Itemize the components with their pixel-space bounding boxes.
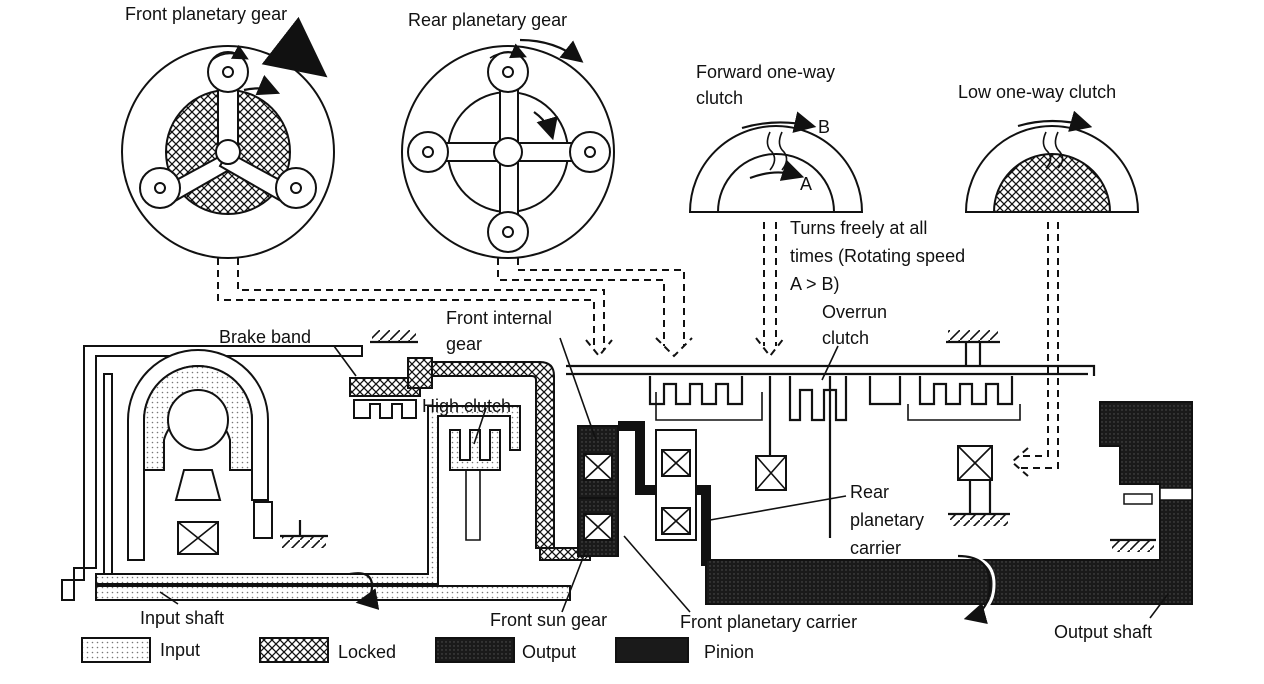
overrun-clutch-label-1: Overrun: [822, 302, 887, 322]
rear-planetary-carrier-label-2: planetary: [850, 510, 924, 530]
forward-one-way-clutch: [688, 111, 864, 213]
front-planetary-gear: [121, 16, 335, 259]
legend-label-input: Input: [160, 640, 200, 660]
front-internal-gear-label-1: Front internal: [446, 308, 552, 328]
high-clutch-label: High clutch: [422, 396, 511, 416]
low-one-way-clutch-label: Low one-way clutch: [958, 82, 1116, 102]
front-planetary-pinion: [577, 421, 711, 566]
output-shaft-label: Output shaft: [1054, 622, 1152, 642]
front-sun-gear-label: Front sun gear: [490, 610, 607, 630]
legend-label-output: Output: [522, 642, 576, 662]
high-clutch: [449, 429, 501, 541]
front-planetary-gear-label: Front planetary gear: [125, 4, 287, 24]
rear-planetary-carrier-label-1: Rear: [850, 482, 889, 502]
brake-band-label: Brake band: [219, 327, 311, 347]
transmission-housing: [61, 330, 1156, 601]
input-shaft: [95, 405, 571, 610]
rear-planetary-gear-label: Rear planetary gear: [408, 10, 567, 30]
forward-one-way-clutch-label-2: clutch: [696, 88, 743, 108]
turns-freely-label-2: times (Rotating speed: [790, 246, 965, 266]
turns-freely-label-3: A > B): [790, 274, 840, 294]
turns-freely-label-1: Turns freely at all: [790, 218, 927, 238]
point-a-label: A: [800, 174, 812, 194]
output-shaft: [705, 401, 1193, 624]
torque-converter: [103, 349, 273, 587]
low-one-way-clutch: [964, 110, 1140, 213]
legend-swatch-output: [435, 637, 515, 663]
legend-label-locked: Locked: [338, 642, 396, 662]
overrun-clutch-label-2: clutch: [822, 328, 869, 348]
legend-swatch-input: [81, 637, 151, 663]
legend-swatch-pinion: [615, 637, 689, 663]
brake-band: [349, 357, 433, 419]
rear-planetary-gear: [401, 38, 615, 259]
dashed-connectors: [217, 222, 1059, 477]
input-shaft-label: Input shaft: [140, 608, 224, 628]
front-planetary-carrier-label: Front planetary carrier: [680, 612, 857, 632]
leader-lines: [159, 337, 1169, 619]
forward-one-way-clutch-label-1: Forward one-way: [696, 62, 835, 82]
legend-label-pinion: Pinion: [704, 642, 754, 662]
rear-planetary-carrier-label-3: carrier: [850, 538, 901, 558]
point-b-label: B: [818, 117, 830, 137]
legend-swatch-locked: [259, 637, 329, 663]
rear-planetary-pinion: [655, 429, 993, 541]
front-internal-gear-label-2: gear: [446, 334, 482, 354]
legend: Input Locked Output Pinion: [81, 637, 754, 663]
